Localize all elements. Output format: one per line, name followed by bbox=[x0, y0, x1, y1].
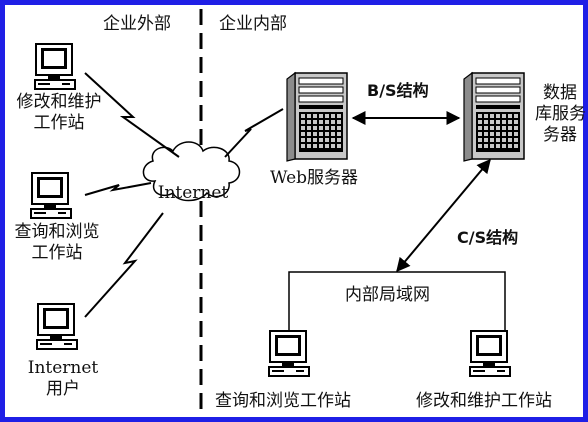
lan-maintain-workstation-label: 修改和维护工作站 bbox=[416, 391, 552, 411]
zone-inside-label: 企业内部 bbox=[219, 14, 287, 34]
lan-maintain-workstation-icon bbox=[469, 330, 511, 377]
lightning-link-maintain bbox=[84, 72, 180, 158]
query-workstation-label-line1: 查询和浏览 bbox=[14, 222, 100, 242]
maintain-workstation-icon bbox=[34, 43, 76, 90]
query-workstation-label-line2: 工作站 bbox=[31, 243, 83, 263]
lightning-link-user bbox=[84, 212, 164, 318]
maintain-workstation-label-line2: 工作站 bbox=[33, 113, 85, 133]
internet-cloud-label: Internet bbox=[157, 183, 229, 203]
lan-query-workstation-label: 查询和浏览工作站 bbox=[215, 391, 351, 411]
web-server-icon bbox=[286, 72, 348, 162]
internet-user-label-line1: Internet bbox=[27, 358, 99, 378]
lightning-link-web bbox=[224, 108, 284, 158]
diagram-canvas bbox=[30, 9, 525, 415]
database-server-label-line3: 务器 bbox=[543, 125, 577, 145]
cs-link-arrow bbox=[396, 158, 491, 273]
bs-structure-label: B/S结构 bbox=[367, 81, 429, 100]
internet-user-label: Internet 用户 bbox=[13, 358, 113, 400]
maintain-workstation-label-line1: 修改和维护 bbox=[16, 92, 102, 112]
database-server-icon bbox=[463, 72, 525, 162]
lan-bus-line bbox=[288, 271, 506, 330]
database-server-label: 数据 库服务 务器 bbox=[535, 83, 586, 146]
database-server-label-line1: 数据 bbox=[543, 83, 577, 103]
lightning-link-query bbox=[84, 182, 152, 196]
internet-user-label-line2: 用户 bbox=[46, 379, 80, 399]
maintain-workstation-label: 修改和维护 工作站 bbox=[7, 92, 111, 134]
lan-query-workstation-icon bbox=[268, 330, 310, 377]
zone-outside-label: 企业外部 bbox=[103, 14, 171, 34]
cs-structure-label: C/S结构 bbox=[457, 228, 519, 247]
lan-label: 内部局域网 bbox=[345, 285, 430, 305]
internet-cloud-shape bbox=[142, 141, 241, 202]
query-workstation-icon bbox=[30, 172, 72, 219]
database-server-label-line2: 库服务 bbox=[535, 104, 586, 124]
web-server-label: Web服务器 bbox=[270, 168, 359, 188]
query-workstation-label: 查询和浏览 工作站 bbox=[5, 222, 109, 264]
internet-user-computer-icon bbox=[36, 303, 78, 350]
